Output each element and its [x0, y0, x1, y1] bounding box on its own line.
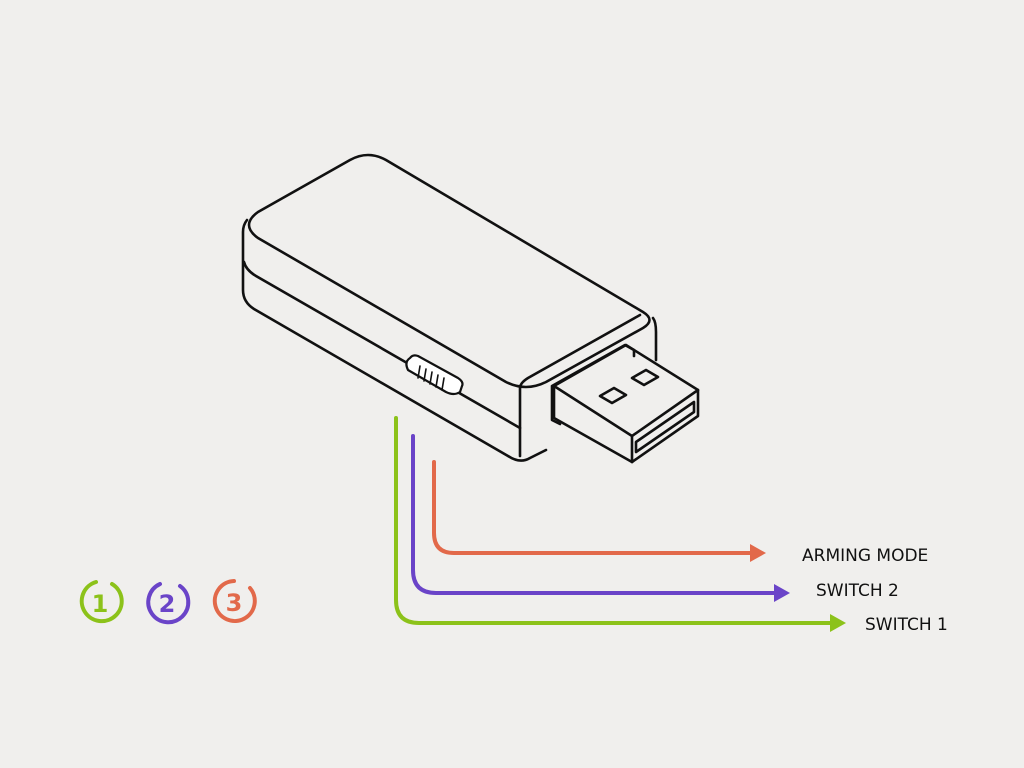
- plug-inner-opening: [634, 400, 696, 454]
- callout-lines: [394, 416, 846, 632]
- plug-contact-hole-right: [630, 368, 660, 387]
- switch-ridges: [417, 365, 445, 391]
- dongle-seam: [242, 260, 522, 430]
- callout-line-switch-2: [411, 434, 778, 595]
- label-switch-2: SWITCH 2: [816, 581, 899, 601]
- label-arming-mode: ARMING MODE: [802, 546, 928, 566]
- callout-arrow-switch-2: [774, 584, 790, 602]
- slide-switch: [405, 354, 464, 396]
- plug-front-face: [552, 384, 700, 464]
- callout-arrow-arming-mode: [750, 544, 766, 562]
- badge-2: 2: [146, 582, 191, 625]
- plug-outer: [552, 343, 700, 464]
- badge-1-number: 1: [92, 590, 109, 618]
- badge-1-circle: [79, 580, 124, 624]
- label-switch-1: SWITCH 1: [865, 615, 948, 635]
- switch-slot: [405, 354, 464, 396]
- callout-arrow-switch-1: [830, 614, 846, 632]
- badge-3-circle: [212, 579, 257, 623]
- badge-1: 1: [79, 580, 124, 624]
- plug-contact-hole-left: [598, 386, 628, 405]
- badge-2-circle: [146, 582, 191, 625]
- usb-plug: [552, 343, 700, 464]
- dongle-end-face: [518, 313, 642, 458]
- badge-3: 3: [212, 579, 257, 623]
- callout-line-switch-1: [394, 416, 834, 625]
- badge-2-number: 2: [159, 590, 176, 618]
- dongle-end-outline: [651, 316, 658, 362]
- dongle-top-face: [247, 153, 651, 389]
- dongle-side-outline: [241, 218, 548, 462]
- callout-line-arming-mode: [432, 460, 754, 555]
- badge-3-number: 3: [226, 589, 243, 617]
- usb-dongle: [241, 153, 658, 462]
